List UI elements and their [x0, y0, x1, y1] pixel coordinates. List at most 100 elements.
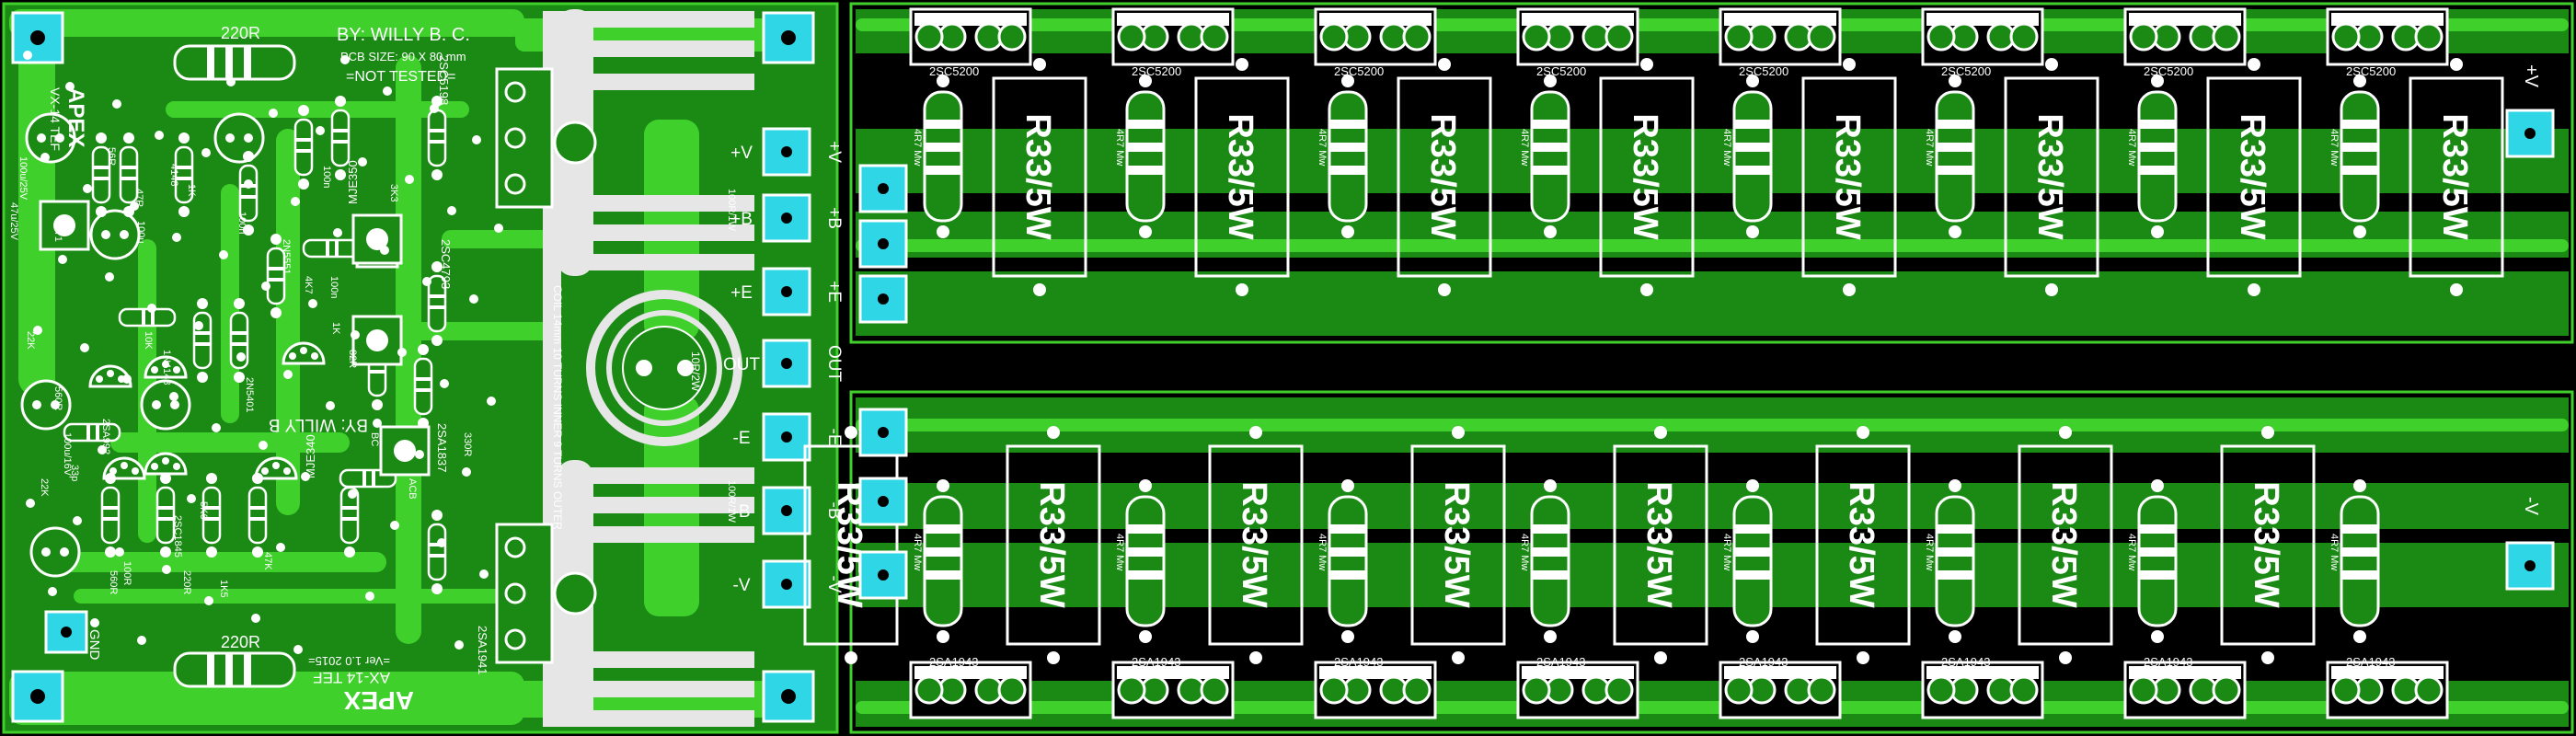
- transistor-label: 2SA1943: [1132, 655, 1181, 669]
- solder-pad: [58, 255, 67, 264]
- resistor-symbol: [247, 486, 268, 545]
- q-driver-top-label: 2SC4793: [439, 239, 453, 289]
- capacitor-symbol: [140, 379, 191, 431]
- power-resistor-symbol: [803, 444, 899, 646]
- power-resistor-label: R33/5W: [2030, 113, 2069, 239]
- resistor-symbol: [118, 307, 177, 328]
- solder-pad: [340, 55, 350, 64]
- component-label: 47u/25V: [8, 202, 19, 241]
- amp-pad-label: -B: [733, 502, 751, 522]
- resistor-symbol: [330, 109, 351, 167]
- solder-pad: [437, 538, 446, 547]
- solder-pad: [112, 99, 121, 109]
- resistor-symbol: [427, 109, 447, 167]
- solder-pad: [333, 228, 342, 237]
- power-resistor-label: R33/5W: [1842, 481, 1880, 607]
- amp-pad-label: +V: [730, 144, 753, 163]
- amp-pad-label: +B: [730, 210, 753, 229]
- version-label: =Ver 1.0 2015=: [308, 654, 390, 668]
- bottom-v-label: -V: [2521, 497, 2541, 516]
- solder-pad: [472, 135, 481, 144]
- solder-pad: [447, 206, 456, 215]
- author-label: BY: WILLY B. C.: [337, 25, 470, 45]
- power-resistor-symbol: [2004, 76, 2099, 278]
- component-label: 220R: [181, 570, 192, 594]
- amp-pad-label: -V: [733, 576, 751, 595]
- emitter-resistor-symbol: [1530, 90, 1570, 223]
- transistor-label: 2SC5200: [929, 64, 979, 78]
- solder-pad: [169, 392, 178, 401]
- power-resistor-symbol: [1613, 444, 1708, 646]
- small-resistor-label: 4R7 Mw: [1114, 534, 1125, 570]
- resistor-symbol: [192, 311, 213, 370]
- solder-pad: [26, 499, 35, 508]
- component-label: BC: [369, 432, 380, 446]
- not-tested-label: =NOT TESTED=: [346, 69, 455, 85]
- small-resistor-label: 4R7 Mw: [2126, 534, 2137, 570]
- solder-pad: [251, 614, 260, 623]
- solder-pad: [469, 294, 478, 304]
- emitter-resistor-symbol: [1328, 90, 1368, 223]
- power-resistor-symbol: [2409, 76, 2504, 278]
- solder-pad: [115, 547, 124, 557]
- solder-pad: [383, 86, 392, 96]
- component-label: 4K7: [303, 276, 314, 294]
- small-resistor-label: 4R7 Mw: [1519, 534, 1530, 570]
- mje340-label: MJE340: [304, 434, 317, 478]
- solder-pad: [162, 565, 171, 574]
- small-resistor-label: 4R7 Mw: [1317, 534, 1328, 570]
- resistor-symbol: [293, 118, 314, 177]
- component-label: 33p: [69, 465, 80, 481]
- component-label: 100n: [328, 276, 339, 298]
- power-resistor-label: R33/5W: [1828, 113, 1867, 239]
- solder-pad: [130, 201, 139, 211]
- solder-pad: [219, 250, 228, 259]
- component-label: 100n: [321, 166, 332, 188]
- amp-big-resistors: [173, 44, 296, 688]
- power-resistor-symbol: [1208, 444, 1304, 646]
- solder-pad: [194, 321, 203, 330]
- component-label: 1K: [330, 322, 341, 335]
- transistor-label: 2SC5200: [1334, 64, 1384, 78]
- component-label: 2N5551: [281, 239, 292, 275]
- resistor-symbol: [174, 145, 194, 204]
- emitter-resistor-symbol: [1935, 90, 1975, 223]
- solder-pad: [291, 197, 300, 206]
- solder-pad: [73, 516, 82, 525]
- power-resistor-symbol: [1397, 76, 1492, 278]
- solder-pad: [390, 521, 399, 530]
- transistor-label: 2SA1943: [1941, 655, 1991, 669]
- component-label: 100R: [121, 561, 132, 585]
- solder-pad: [122, 374, 132, 384]
- transistor-label: 2SA1943: [1536, 655, 1586, 669]
- component-label: 22K: [39, 478, 50, 497]
- small-resistor-label: 4R7 Mw: [2126, 129, 2137, 166]
- solder-pad: [422, 277, 431, 286]
- solder-pad: [494, 224, 503, 233]
- capacitor-symbol: [29, 526, 81, 578]
- transistor-label: 2SC5200: [1941, 64, 1991, 78]
- resistor-symbol: [155, 486, 176, 545]
- emitter-resistor-symbol: [2137, 495, 2178, 627]
- solder-pad: [430, 104, 439, 113]
- solder-pad: [259, 441, 268, 450]
- emitter-resistor-symbol: [923, 90, 963, 223]
- component-label: 560R: [52, 386, 63, 410]
- amp-pad-side-label: +B: [824, 207, 844, 229]
- component-label: 1K: [186, 184, 197, 197]
- solder-pad: [83, 184, 92, 193]
- small-resistor-label: 4R7 Mw: [2329, 534, 2340, 570]
- component-label: T1: [52, 230, 63, 242]
- solder-pad: [308, 299, 317, 308]
- power-resistor-symbol: [2220, 444, 2316, 646]
- solder-pad: [40, 153, 50, 162]
- coil-resistor-label: 10R/2W: [689, 351, 702, 392]
- power-resistor-symbol: [1410, 444, 1506, 646]
- capacitor-symbol: [89, 209, 141, 260]
